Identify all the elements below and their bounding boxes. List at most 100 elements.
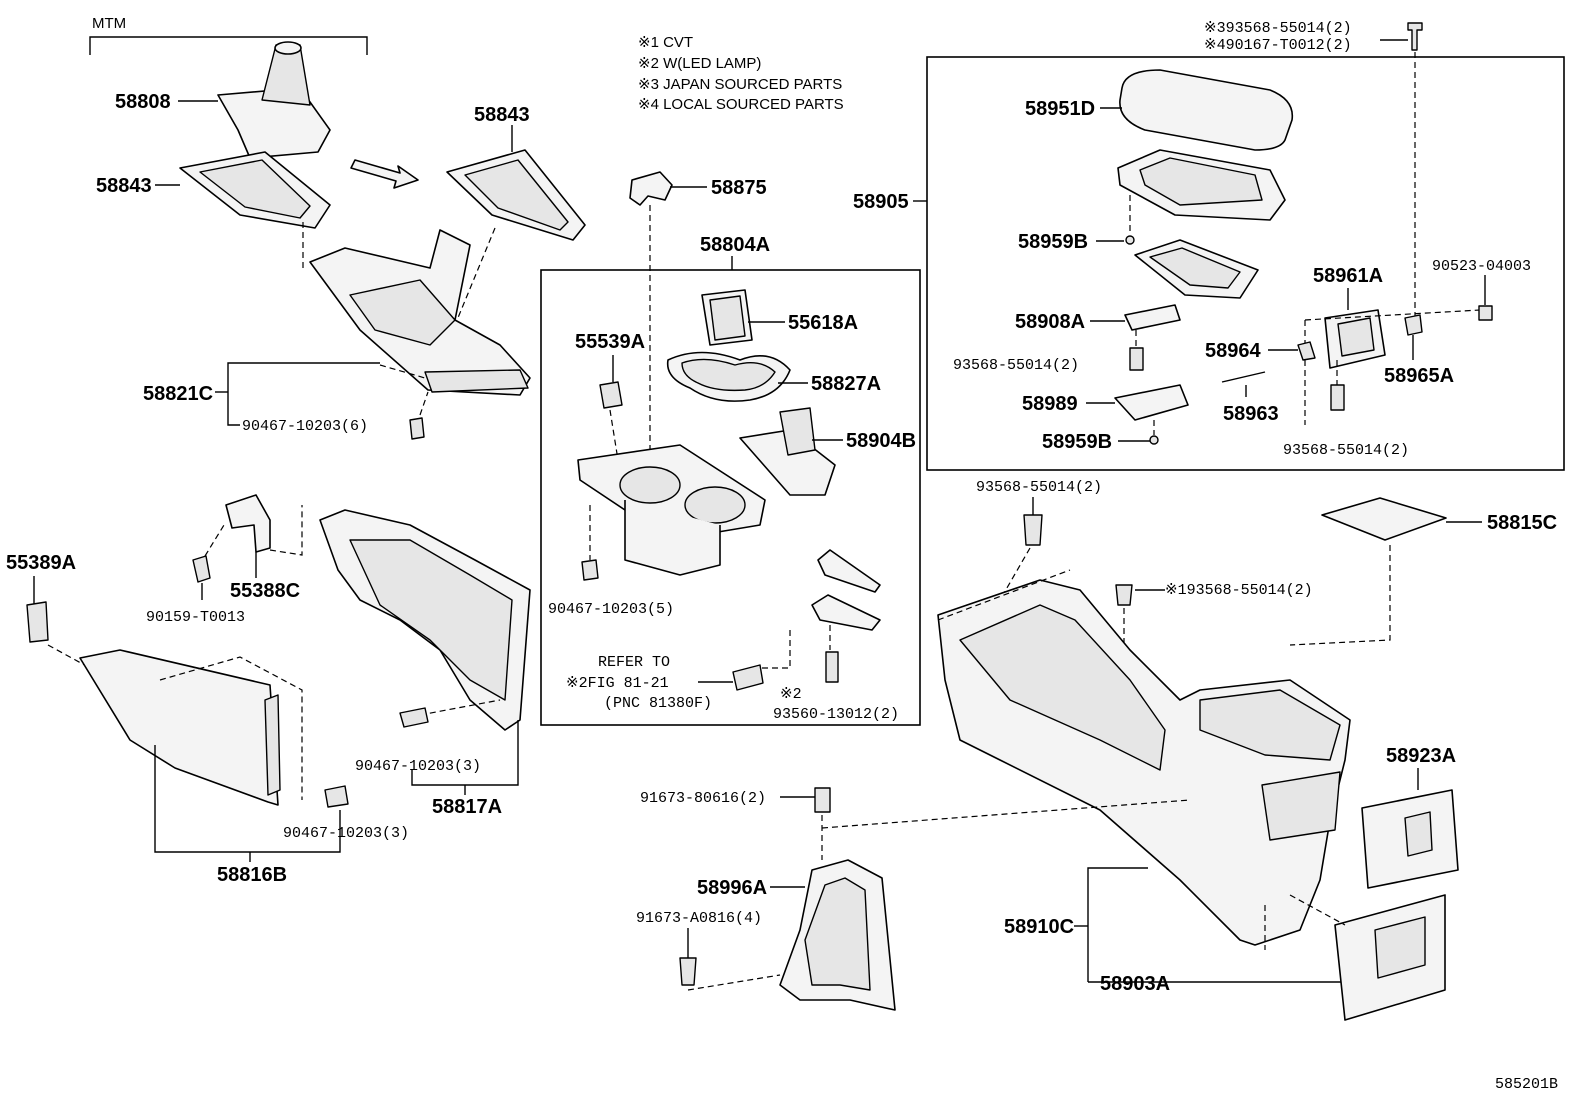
- label-58827A: 58827A: [811, 373, 881, 395]
- label-90467-5: 90467-10203(5): [548, 601, 674, 618]
- knob-58875[interactable]: [629, 171, 673, 206]
- label-58964: 58964: [1205, 340, 1261, 362]
- lamp-connector[interactable]: [732, 664, 764, 691]
- direction-arrow: [350, 159, 419, 189]
- label-90467-3b: 90467-10203(3): [283, 825, 409, 842]
- note-4: ※4 LOCAL SOURCED PARTS: [638, 96, 844, 113]
- console-body-58910C[interactable]: [937, 579, 1351, 946]
- label-58817A: 58817A: [432, 796, 502, 818]
- note-1: ※1 CVT: [638, 34, 693, 51]
- label-58821C: 58821C: [143, 383, 213, 405]
- gasket-58827A[interactable]: [666, 351, 791, 402]
- label-58965A: 58965A: [1384, 365, 1454, 387]
- label-58923A: 58923A: [1386, 745, 1456, 767]
- label-91673-8: 91673-80616(2): [640, 790, 766, 807]
- panel-58923A[interactable]: [1361, 789, 1459, 889]
- spring-58964[interactable]: [1297, 341, 1316, 361]
- armrest-assembly-box: [926, 56, 1565, 471]
- panel-58903A[interactable]: [1334, 894, 1446, 1021]
- note-2: ※2 W(LED LAMP): [638, 55, 761, 72]
- label-93568-a: 93568-55014(2): [953, 357, 1079, 374]
- pin-58963[interactable]: [1221, 371, 1266, 383]
- label-58816B: 58816B: [217, 864, 287, 886]
- label-55388C: 55388C: [230, 580, 300, 602]
- cover-58989[interactable]: [1114, 384, 1189, 421]
- screw-93568-b[interactable]: [1330, 384, 1345, 411]
- clip-90467-6[interactable]: [409, 417, 425, 440]
- bracket-upper[interactable]: [817, 549, 881, 593]
- screw-91673-8[interactable]: [814, 787, 831, 813]
- screw-93560[interactable]: [825, 651, 839, 683]
- label-58961A: 58961A: [1313, 265, 1383, 287]
- label-93560-mark: ※2: [780, 686, 802, 703]
- screw-90159[interactable]: [192, 555, 211, 583]
- bracket-55388C[interactable]: [225, 494, 271, 553]
- refer-line2: ※2FIG 81-21: [566, 675, 669, 692]
- label-top-90167: ※490167-T0012(2): [1204, 37, 1352, 54]
- label-58804A: 58804A: [700, 234, 770, 256]
- box-58904B[interactable]: [739, 407, 836, 496]
- lamp-55539A[interactable]: [599, 381, 623, 409]
- label-58815C: 58815C: [1487, 512, 1557, 534]
- hinge-58961A[interactable]: [1324, 309, 1386, 369]
- label-58905: 58905: [853, 191, 909, 213]
- label-193568: ※193568-55014(2): [1165, 582, 1313, 599]
- label-58951D: 58951D: [1025, 98, 1095, 120]
- bezel-58843-left[interactable]: [179, 151, 331, 229]
- clip-58959B-a[interactable]: [1125, 235, 1135, 245]
- label-58959B-a: 58959B: [1018, 231, 1088, 253]
- label-58843-right: 58843: [474, 104, 530, 126]
- label-93560: 93560-13012(2): [773, 706, 899, 723]
- refer-line1: REFER TO: [598, 654, 670, 671]
- bracket-lower[interactable]: [811, 594, 881, 631]
- cupholder-assembly-box: [540, 269, 921, 726]
- clip-90467-3a[interactable]: [399, 707, 429, 728]
- switch-55389A[interactable]: [26, 601, 49, 643]
- side-panel-58816B[interactable]: [79, 649, 281, 806]
- label-55389A: 55389A: [6, 552, 76, 574]
- mtm-group: MTM 58808 58843 58843: [89, 15, 586, 241]
- clip-58959B-b[interactable]: [1149, 435, 1159, 445]
- label-58996A: 58996A: [697, 877, 767, 899]
- label-93568-c: 93568-55014(2): [976, 479, 1102, 496]
- side-panel-58817A[interactable]: [319, 509, 531, 731]
- diagram-id: 585201B: [1495, 1076, 1558, 1093]
- label-55539A: 55539A: [575, 331, 645, 353]
- notes-legend: ※1 CVT ※2 W(LED LAMP) ※3 JAPAN SOURCED P…: [638, 34, 844, 113]
- label-58989: 58989: [1022, 393, 1078, 415]
- cap-58965A[interactable]: [1404, 314, 1423, 336]
- armrest-base[interactable]: [1117, 149, 1286, 221]
- screw-93568-c[interactable]: [1023, 514, 1043, 546]
- bezel-58843-right[interactable]: [446, 149, 586, 241]
- clip-90523[interactable]: [1478, 305, 1493, 321]
- mat-58815C[interactable]: [1321, 497, 1447, 541]
- cupholder-58804A[interactable]: [577, 444, 766, 576]
- clip-90467-5[interactable]: [581, 559, 599, 581]
- screw-193568[interactable]: [1115, 584, 1133, 606]
- refer-line3: (PNC 81380F): [604, 695, 712, 712]
- label-58908A: 58908A: [1015, 311, 1085, 333]
- upper-panel-58821C[interactable]: [309, 229, 531, 396]
- clip-90467-3b[interactable]: [324, 785, 349, 808]
- label-90523: 90523-04003: [1432, 258, 1531, 275]
- label-58875: 58875: [711, 177, 767, 199]
- label-58904B: 58904B: [846, 430, 916, 452]
- bracket-58996A[interactable]: [779, 859, 896, 1011]
- label-58959B-b: 58959B: [1042, 431, 1112, 453]
- label-58843-left: 58843: [96, 175, 152, 197]
- label-58910C: 58910C: [1004, 916, 1074, 938]
- label-90467-3a: 90467-10203(3): [355, 758, 481, 775]
- shift-boot-58808[interactable]: [217, 41, 331, 159]
- mat-55618A[interactable]: [701, 289, 753, 346]
- tray[interactable]: [1134, 239, 1259, 299]
- label-top-93568: ※393568-55014(2): [1204, 20, 1352, 37]
- armrest-lid-58951D[interactable]: [1119, 69, 1294, 151]
- label-58963: 58963: [1223, 403, 1279, 425]
- screw-top[interactable]: [1407, 22, 1423, 51]
- latch-58908A[interactable]: [1124, 304, 1181, 331]
- label-93568-b: 93568-55014(2): [1283, 442, 1409, 459]
- screw-91673-A[interactable]: [679, 957, 697, 986]
- screw-93568-a[interactable]: [1129, 347, 1144, 371]
- label-91673-A: 91673-A0816(4): [636, 910, 762, 927]
